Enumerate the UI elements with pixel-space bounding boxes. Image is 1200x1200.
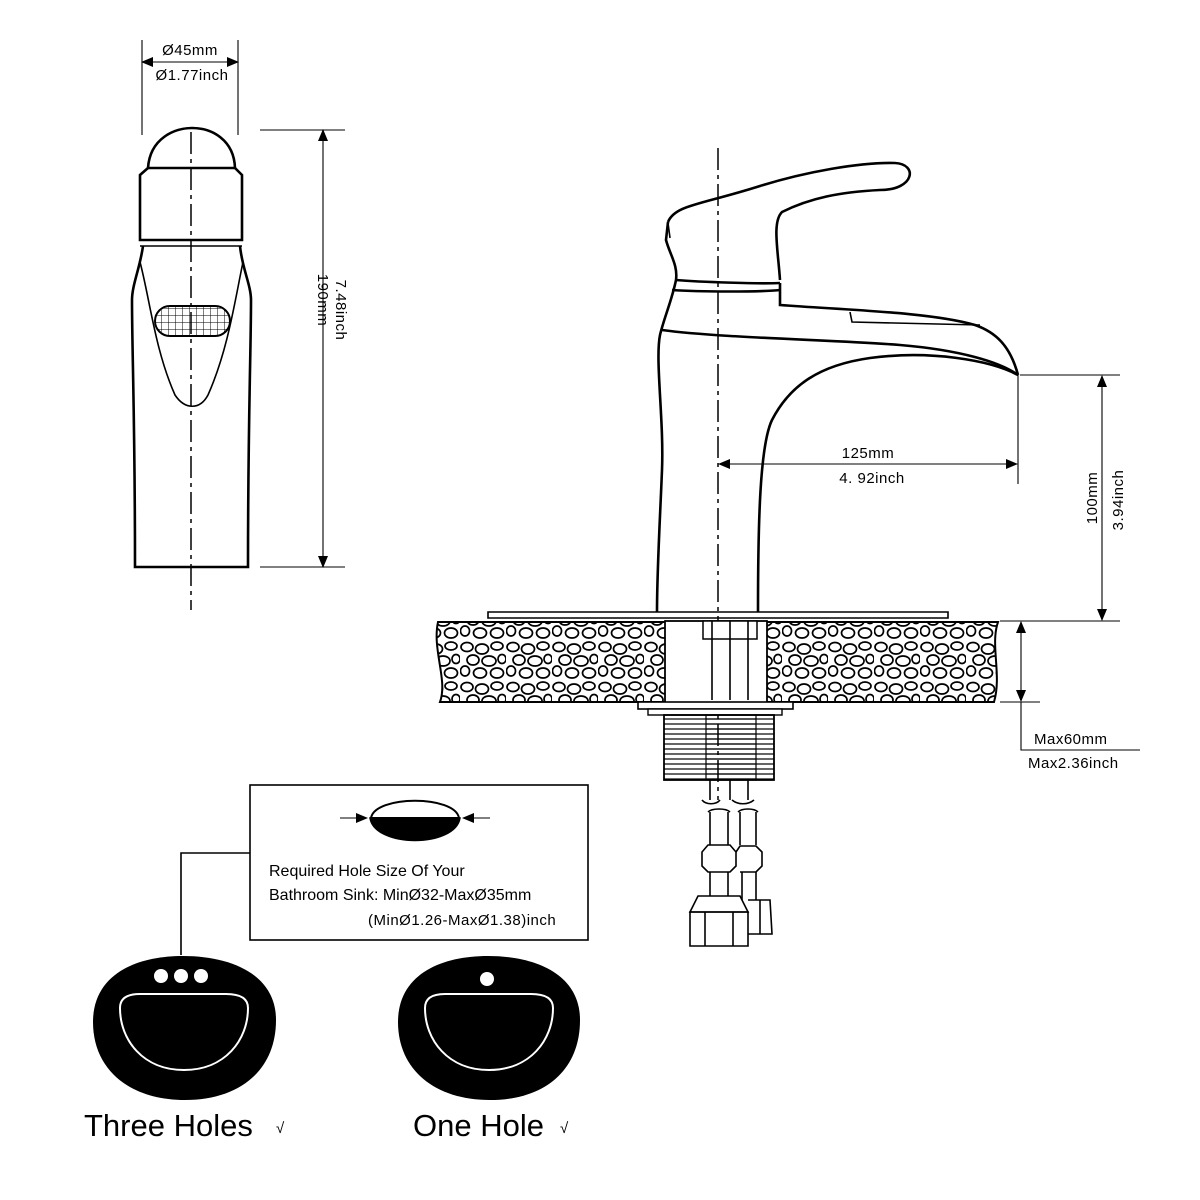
deck-leader-line [1020,702,1140,751]
reach-inch-label: 4. 92inch [839,470,904,487]
spout-lip [849,311,981,326]
deck-max-mm-label: Max60mm [1034,731,1108,748]
lever-handle [666,161,912,281]
side-handle-cap [146,126,237,170]
sink-one-hole-bowl [423,993,555,1072]
sink-one-hole-basin [398,956,580,1100]
front-view: 125mm 4. 92inch 100mm 3.94inch Max60mm M… [435,148,1140,947]
side-body-panel [139,261,244,408]
diameter-inch-label: Ø1.77inch [156,67,229,84]
sink-one-hole: One Hole √ [398,956,580,1143]
base-plate [487,611,949,619]
one-hole-check-icon: √ [560,1120,569,1137]
spout-upper-edge [661,328,1019,377]
note-line-1: Required Hole Size Of Your [269,863,465,880]
faucet-hole-right [194,969,208,983]
pipe-break-right [731,799,755,805]
hole-size-note: Required Hole Size Of Your Bathroom Sink… [180,784,589,955]
faucet-hole-single [480,972,494,986]
hole-icon-top [369,799,461,819]
side-view: Ø45mm Ø1.77inch 190mm 7.48inch [130,40,349,610]
deck-max-inch-label: Max2.36inch [1028,755,1119,772]
spout-height-inch-label: 3.94inch [1110,470,1127,531]
body-left-outline [655,279,678,613]
reach-mm-label: 125mm [842,445,895,462]
aerator-mesh [154,305,231,337]
spout-underside [756,353,1019,613]
three-holes-check-icon: √ [276,1120,285,1137]
note-line-2: Bathroom Sink: MinØ32-MaxØ35mm [269,887,531,904]
spout-height-mm-label: 100mm [1084,472,1101,525]
note-leader-line [180,852,250,955]
height-mm-label: 190mm [314,274,331,327]
handle-collar-bottom [671,288,781,293]
note-line-3: (MinØ1.26-MaxØ1.38)inch [368,912,556,929]
height-inch-label: 7.48inch [332,280,349,341]
mount-washer [637,701,794,710]
faucet-hole-center [174,969,188,983]
sink-three-holes-basin [93,956,276,1100]
one-hole-label: One Hole [413,1108,544,1143]
spout-top-outline [778,283,1020,376]
hose-left [688,808,750,947]
three-holes-label: Three Holes [84,1108,253,1143]
handle-pin [667,222,671,239]
handle-base-left [664,221,678,281]
shank-inner [705,714,757,781]
mount-washer-2 [647,708,783,716]
hole-icon [369,817,461,842]
handle-collar-top [675,278,781,285]
hose-right [735,808,773,935]
sink-three-holes-bowl [118,993,250,1072]
diameter-mm-label: Ø45mm [162,42,218,59]
sink-three-holes: Three Holes √ [84,956,285,1143]
faucet-hole-left [154,969,168,983]
pipe-break-left [701,799,721,805]
